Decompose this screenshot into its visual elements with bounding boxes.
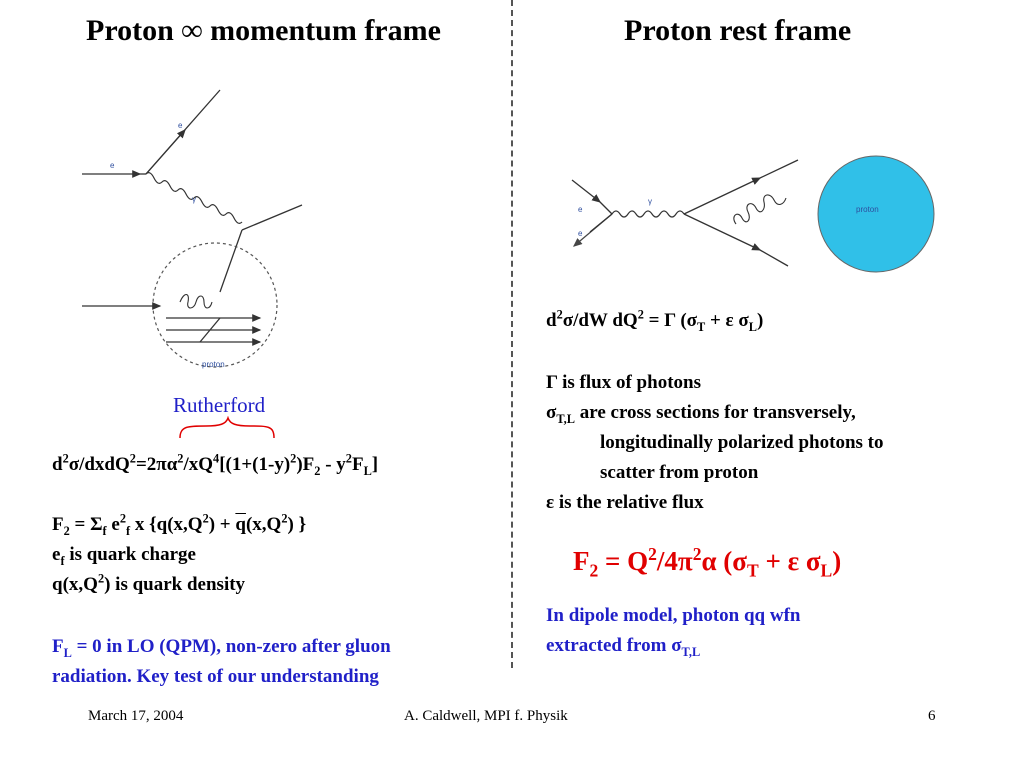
photon-wavy-line (145, 172, 243, 224)
rutherford-brace (179, 416, 275, 439)
dipole-line-2: extracted from σT,L (546, 635, 701, 659)
right-title: Proton rest frame (624, 14, 852, 47)
f2-formula: F2 = Σf e2f x {q(x,Q2) + q(x,Q2) } (52, 511, 307, 538)
label-e1: e (578, 205, 583, 214)
infinity-symbol: ∞ (181, 14, 203, 47)
proton-dashed-circle (152, 242, 278, 368)
label-e-in: e (110, 161, 115, 170)
dipole-diagram: e e γ proton (571, 155, 935, 273)
label-e2: e (578, 229, 583, 238)
footer-author: A. Caldwell, MPI f. Physik (404, 708, 568, 724)
f2-photon-formula: F2 = Q2/4π2α (σT + ε σL) (573, 544, 842, 581)
rest-frame-cross-section: d2σ/dW dQ2 = Γ (σT + ε σL) (546, 307, 764, 334)
gluon-curl (179, 293, 213, 309)
gamma-flux-line: Γ is flux of photons (546, 372, 701, 393)
sigma-line-2: longitudinally polarized photons to (600, 432, 884, 453)
label-proton-right: proton (856, 205, 879, 214)
dashed-divider (511, 0, 513, 668)
antiquark-q: q (235, 514, 246, 535)
label-gamma: γ (192, 195, 196, 204)
quark-density-line: q(x,Q2) is quark density (52, 571, 246, 595)
dipole-line-1: In dipole model, photon qq wfn (546, 605, 801, 626)
struck-quark-line (241, 204, 303, 231)
label-gamma-right: γ (648, 197, 652, 206)
footer-page-number: 6 (928, 708, 936, 724)
proton-blob (817, 155, 935, 273)
dis-cross-section-formula: d2σ/dxdQ2=2πα2/xQ4[(1+(1-y)2)F2 - y2FL] (52, 451, 379, 478)
epsilon-line: ε is the relative flux (546, 492, 704, 513)
sigma-line-1: σT,L are cross sections for transversely… (546, 402, 856, 426)
quark-charge-line: ef is quark charge (52, 544, 196, 568)
fl-line-1: FL = 0 in LO (QPM), non-zero after gluon (52, 636, 391, 660)
fl-line-2: radiation. Key test of our understanding (52, 666, 379, 687)
rutherford-label: Rutherford (173, 393, 266, 417)
label-e-out: e (178, 121, 183, 130)
label-proton: proton (202, 360, 225, 369)
dis-feynman-diagram: e e γ proton (82, 89, 303, 369)
sigma-line-3: scatter from proton (600, 462, 759, 483)
photon-wavy-line-right (611, 210, 685, 218)
left-title: Proton ∞ momentum frame (86, 14, 441, 47)
footer-date: March 17, 2004 (88, 708, 184, 724)
